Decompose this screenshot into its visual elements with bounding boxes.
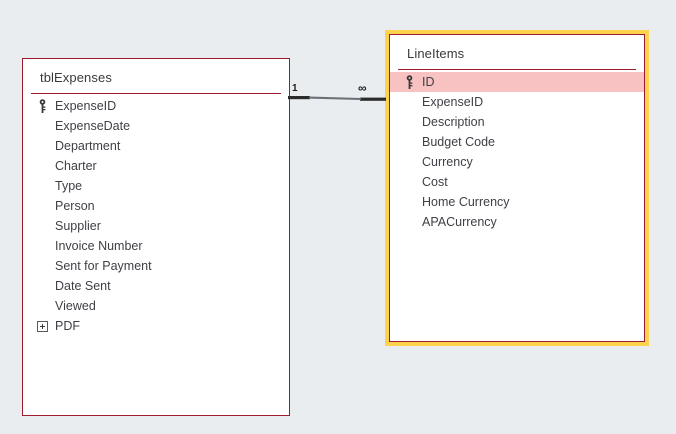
field-row[interactable]: ExpenseID bbox=[23, 96, 289, 116]
table-inner-lineitems: LineItems ID bbox=[389, 34, 645, 342]
field-row[interactable]: Budget Code bbox=[390, 132, 644, 152]
table-title-rule bbox=[398, 69, 636, 70]
field-row[interactable]: Charter bbox=[23, 156, 289, 176]
field-row[interactable]: Department bbox=[23, 136, 289, 156]
field-gutter bbox=[29, 99, 55, 113]
expand-plus-icon[interactable] bbox=[36, 320, 48, 332]
relationship-line[interactable] bbox=[282, 82, 394, 114]
field-gutter bbox=[396, 75, 422, 89]
cardinality-one-label: 1 bbox=[292, 83, 298, 94]
field-row[interactable]: Type bbox=[23, 176, 289, 196]
field-label: Budget Code bbox=[422, 135, 495, 149]
field-row[interactable]: ExpenseDate bbox=[23, 116, 289, 136]
table-inner-tblexpenses: tblExpenses ExpenseID bbox=[23, 59, 289, 415]
cardinality-many-label: ∞ bbox=[358, 81, 367, 95]
field-label: Type bbox=[55, 179, 83, 193]
field-label: Cost bbox=[422, 175, 448, 189]
field-row-selected[interactable]: ID bbox=[390, 72, 644, 92]
field-row[interactable]: Person bbox=[23, 196, 289, 216]
field-label: Viewed bbox=[55, 299, 96, 313]
field-label: Charter bbox=[55, 159, 97, 173]
field-label: ID bbox=[422, 75, 435, 89]
field-label: Date Sent bbox=[55, 279, 111, 293]
field-row[interactable]: Supplier bbox=[23, 216, 289, 236]
field-label: Supplier bbox=[55, 219, 101, 233]
field-gutter bbox=[29, 320, 55, 332]
field-row[interactable]: Cost bbox=[390, 172, 644, 192]
field-row[interactable]: APACurrency bbox=[390, 212, 644, 232]
relationship-connector[interactable]: 1 ∞ bbox=[282, 82, 394, 114]
field-row[interactable]: Currency bbox=[390, 152, 644, 172]
field-label: Home Currency bbox=[422, 195, 510, 209]
field-list-lineitems: ID ExpenseID Description Budget Code Cur bbox=[390, 70, 644, 232]
field-list-tblexpenses: ExpenseID ExpenseDate Department Charter bbox=[23, 94, 289, 336]
field-row[interactable]: Home Currency bbox=[390, 192, 644, 212]
field-row[interactable]: Date Sent bbox=[23, 276, 289, 296]
field-row[interactable]: ExpenseID bbox=[390, 92, 644, 112]
field-row[interactable]: Description bbox=[390, 112, 644, 132]
table-box-lineitems[interactable]: LineItems ID bbox=[385, 30, 649, 346]
field-label: ExpenseID bbox=[55, 99, 117, 113]
field-label: Description bbox=[422, 115, 485, 129]
field-label: Currency bbox=[422, 155, 473, 169]
key-icon bbox=[39, 99, 45, 113]
field-label: Person bbox=[55, 199, 95, 213]
field-row[interactable]: Invoice Number bbox=[23, 236, 289, 256]
field-label: APACurrency bbox=[422, 215, 497, 229]
field-label: ExpenseDate bbox=[55, 119, 131, 133]
table-box-tblexpenses[interactable]: tblExpenses ExpenseID bbox=[22, 58, 290, 416]
field-row[interactable]: PDF bbox=[23, 316, 289, 336]
table-title-rule bbox=[31, 93, 281, 94]
field-label: Invoice Number bbox=[55, 239, 143, 253]
key-icon bbox=[406, 75, 412, 89]
field-label: Department bbox=[55, 139, 121, 153]
table-title-lineitems: LineItems bbox=[407, 46, 465, 61]
table-title-tblexpenses: tblExpenses bbox=[40, 70, 112, 85]
field-label: ExpenseID bbox=[422, 95, 484, 109]
field-label: PDF bbox=[55, 319, 80, 333]
field-label: Sent for Payment bbox=[55, 259, 152, 273]
field-row[interactable]: Viewed bbox=[23, 296, 289, 316]
field-row[interactable]: Sent for Payment bbox=[23, 256, 289, 276]
